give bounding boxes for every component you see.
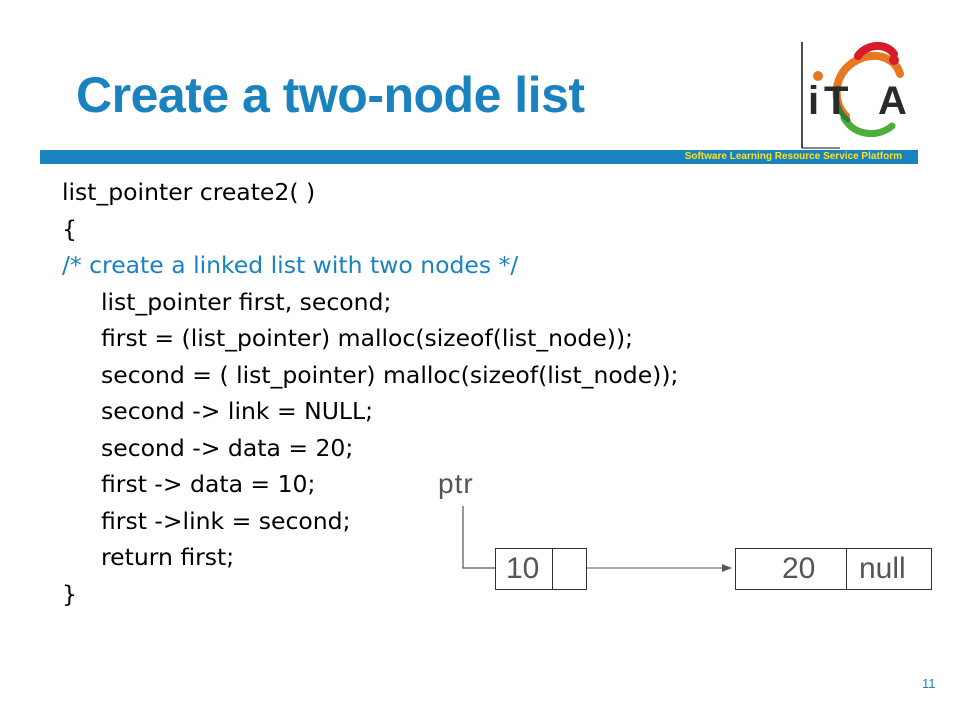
node1-data-cell: 10 xyxy=(495,548,553,590)
code-line: } xyxy=(62,579,77,608)
node2-data-cell: 20 xyxy=(735,548,847,590)
code-line: second -> data = 20; xyxy=(101,433,354,462)
link-arrowhead xyxy=(722,564,732,572)
code-block: list_pointer create2( ) { /* create a li… xyxy=(62,174,678,612)
code-line: first -> data = 10; xyxy=(101,470,316,498)
code-line: first ->link = second; xyxy=(101,506,351,535)
header-bar: Software Learning Resource Service Platf… xyxy=(40,150,918,164)
itsa-logo: i T A xyxy=(800,38,918,150)
code-line: list_pointer first, second; xyxy=(101,287,392,316)
code-line: second = ( list_pointer) malloc(sizeof(l… xyxy=(101,360,679,389)
pointer-line xyxy=(462,506,495,569)
code-line: /* create a linked list with two nodes *… xyxy=(62,251,519,279)
logo-letter-a: A xyxy=(878,79,907,123)
node2-link-cell: null xyxy=(846,548,932,590)
ptr-label: ptr xyxy=(438,468,474,499)
code-line: list_pointer create2( ) xyxy=(62,178,316,206)
slide-title: Create a two-node list xyxy=(76,67,585,123)
code-line: first = (list_pointer) malloc(sizeof(lis… xyxy=(101,324,634,352)
logo-letter-i: i xyxy=(808,79,819,123)
code-line: { xyxy=(62,214,77,243)
code-line: second -> link = NULL; xyxy=(101,397,373,425)
code-line: return first; xyxy=(101,543,235,571)
page-number: 11 xyxy=(922,676,936,691)
logo-letter-t: T xyxy=(824,79,848,123)
logo-graphic xyxy=(801,42,904,149)
node1-link-cell xyxy=(552,548,587,590)
platform-caption: Software Learning Resource Service Platf… xyxy=(684,151,902,162)
logo-letters: i T A xyxy=(808,79,907,123)
